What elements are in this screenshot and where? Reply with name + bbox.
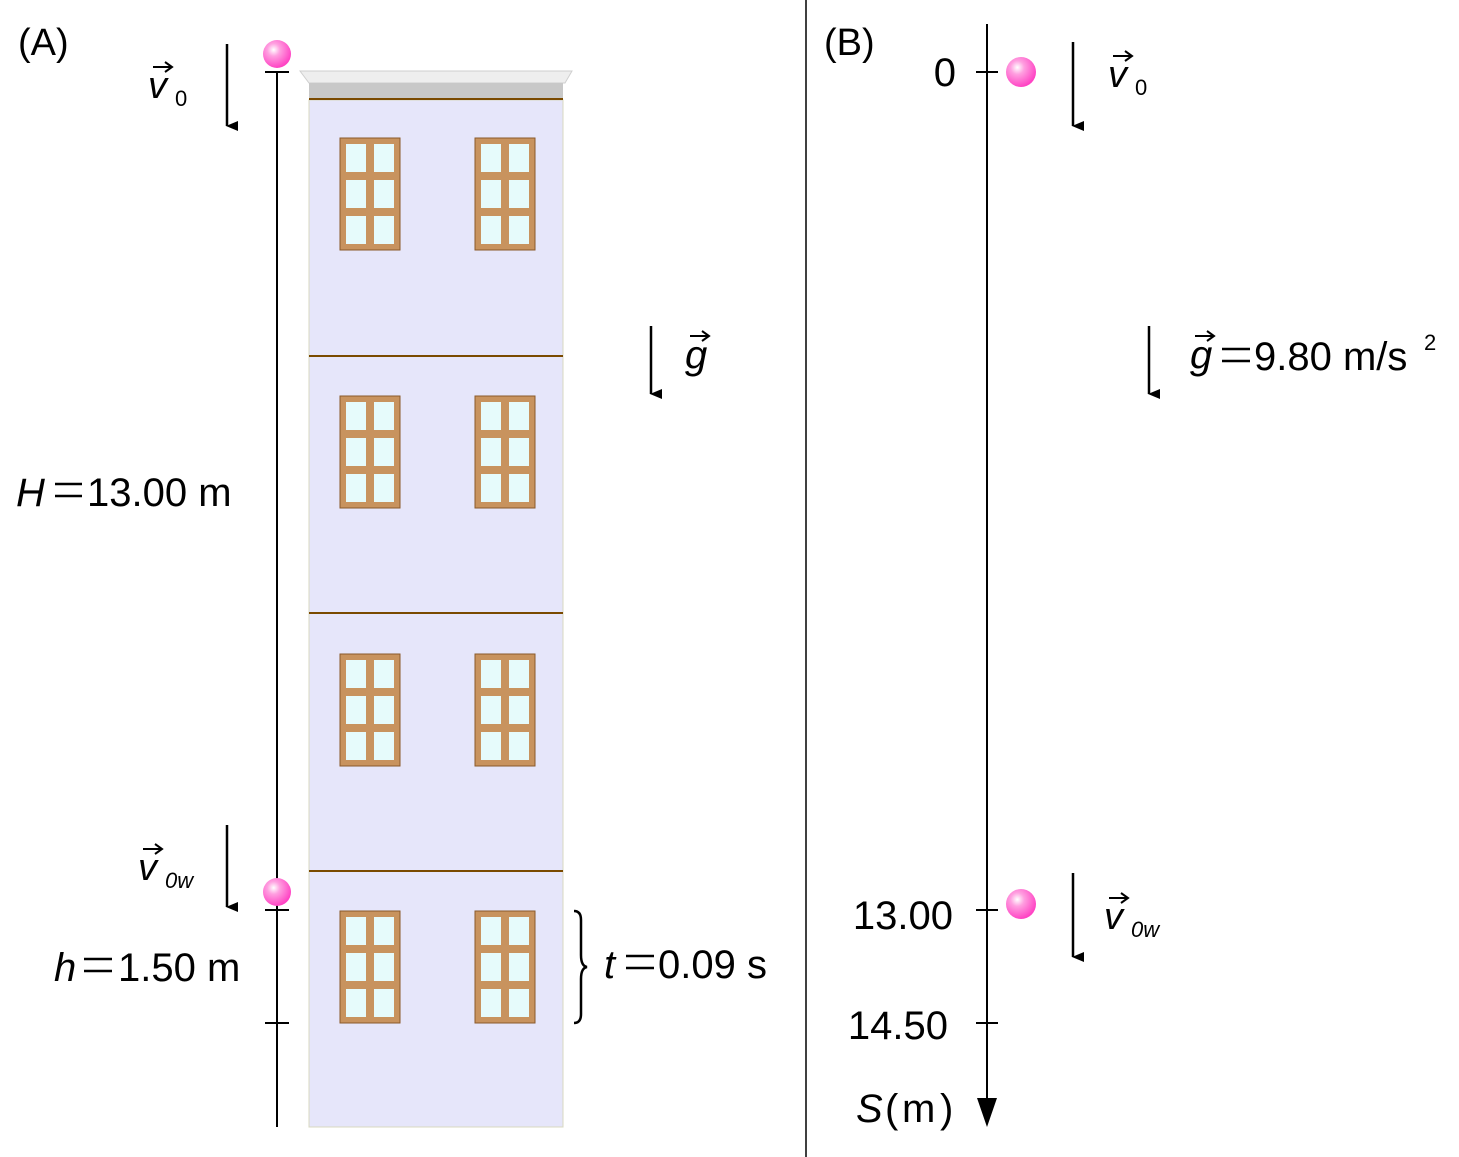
window bbox=[339, 653, 401, 767]
v0w-subscript: 0w bbox=[1131, 917, 1161, 942]
vector-arrow-icon bbox=[153, 61, 174, 73]
tick-label-13: 13.00 bbox=[853, 894, 953, 938]
equals-sign bbox=[1222, 347, 1250, 363]
H-label: H 13.00 m bbox=[16, 471, 232, 515]
panel-b: (B) 0 13.00 14.50 S ( m ) v 0 v bbox=[824, 22, 1436, 1131]
g-label: g bbox=[685, 330, 711, 377]
v0w-label: v 0w bbox=[138, 843, 195, 893]
roof-cornice bbox=[299, 70, 573, 84]
t-label: t 0.09 s bbox=[604, 943, 767, 987]
vector-arrow-icon bbox=[690, 330, 711, 342]
building bbox=[299, 70, 573, 1128]
vector-arrow-icon bbox=[1195, 330, 1216, 342]
ball-top bbox=[263, 40, 291, 68]
v0w-label: v 0w bbox=[1104, 892, 1161, 942]
equals-sign bbox=[84, 957, 112, 973]
panel-a-label: (A) bbox=[18, 22, 69, 64]
equals-sign bbox=[55, 482, 82, 498]
v0w-subscript: 0w bbox=[165, 868, 195, 893]
g-value: 9.80 m/s bbox=[1254, 335, 1407, 379]
panel-a: (A) v 0 bbox=[16, 22, 767, 1128]
axis-arrowhead-icon bbox=[977, 1098, 997, 1127]
ball-start bbox=[1006, 57, 1036, 87]
H-symbol: H bbox=[16, 471, 45, 515]
ball-window bbox=[1006, 889, 1036, 919]
g-label: g 9.80 m/s 2 bbox=[1190, 330, 1436, 379]
v0-label: v 0 bbox=[148, 61, 187, 111]
roof-band bbox=[309, 83, 563, 99]
axis-label: S ( m ) bbox=[856, 1087, 953, 1131]
v0-subscript: 0 bbox=[175, 86, 187, 111]
h-symbol: h bbox=[54, 946, 76, 990]
g-superscript: 2 bbox=[1424, 330, 1436, 355]
panel-b-label: (B) bbox=[824, 22, 875, 64]
window bbox=[339, 137, 401, 251]
v0-subscript: 0 bbox=[1135, 75, 1147, 100]
window bbox=[474, 910, 536, 1024]
v0-symbol: v bbox=[148, 65, 169, 107]
equals-sign bbox=[626, 954, 654, 970]
v0w-symbol: v bbox=[138, 847, 159, 889]
vector-arrow-icon bbox=[1109, 892, 1130, 904]
vector-arrow-icon bbox=[143, 843, 164, 855]
v0-symbol: v bbox=[1108, 54, 1129, 96]
vector-arrow-icon bbox=[1113, 50, 1134, 62]
ball-window bbox=[263, 878, 291, 906]
window bbox=[339, 395, 401, 509]
g-symbol: g bbox=[685, 333, 707, 377]
v0-label: v 0 bbox=[1108, 50, 1147, 100]
window bbox=[474, 653, 536, 767]
v0w-symbol: v bbox=[1104, 896, 1125, 938]
svg-text:): ) bbox=[940, 1087, 953, 1131]
window bbox=[339, 910, 401, 1024]
time-brace bbox=[573, 909, 588, 1025]
H-value: 13.00 m bbox=[87, 471, 232, 515]
h-value: 1.50 m bbox=[118, 946, 240, 990]
t-value: 0.09 s bbox=[658, 943, 767, 987]
t-symbol: t bbox=[604, 943, 617, 987]
axis-symbol: S bbox=[856, 1087, 883, 1131]
window bbox=[474, 137, 536, 251]
g-symbol: g bbox=[1190, 333, 1212, 377]
tick-label-14-5: 14.50 bbox=[848, 1004, 948, 1048]
tick-label-0: 0 bbox=[934, 51, 956, 95]
window bbox=[474, 395, 536, 509]
h-label: h 1.50 m bbox=[54, 946, 240, 990]
svg-text:(: ( bbox=[885, 1087, 899, 1131]
axis-unit: m bbox=[902, 1087, 935, 1131]
